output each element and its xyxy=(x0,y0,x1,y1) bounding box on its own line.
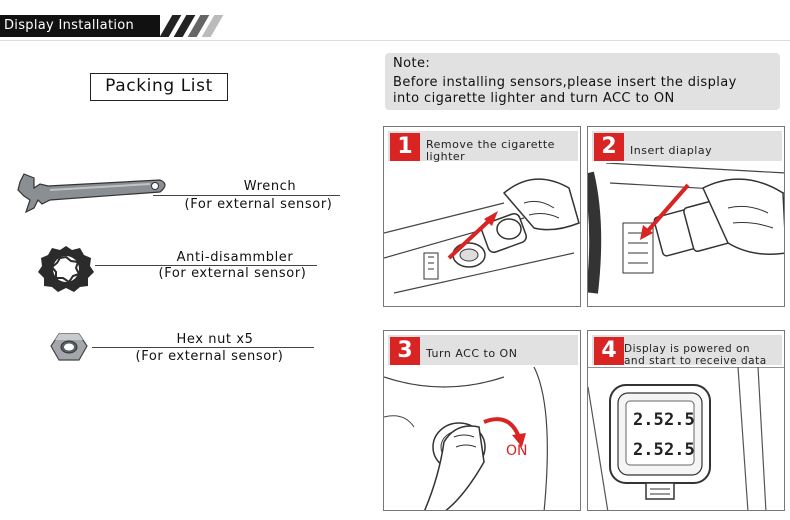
insert-display-illustration xyxy=(588,163,784,294)
packing-item-rule xyxy=(92,347,314,348)
packing-item-rule xyxy=(95,265,317,266)
note-line: into cigarette lighter and turn ACC to O… xyxy=(393,91,675,106)
packing-item-sub: (For external sensor) xyxy=(135,349,284,364)
on-annotation: ON xyxy=(506,443,528,459)
note-label: Note: xyxy=(393,56,431,71)
tire-reading-rear-left: 2.5 xyxy=(633,440,664,460)
hex-nut-icon xyxy=(50,333,88,361)
packing-item-rule xyxy=(153,195,340,196)
step-text: Insert diaplay xyxy=(630,144,713,157)
tire-reading-front-left: 2.5 xyxy=(633,410,664,430)
anti-disassembler-ring-icon xyxy=(38,246,94,292)
packing-item-sub: (For external sensor) xyxy=(158,266,307,281)
step-number: 4 xyxy=(594,337,624,365)
turn-acc-illustration: ON xyxy=(384,367,548,510)
tire-reading-rear-right: 2.5 xyxy=(664,440,695,460)
tire-reading-front-right: 2.5 xyxy=(664,410,695,430)
section-title: Display Installation xyxy=(0,15,160,37)
packing-item-sub: (For external sensor) xyxy=(184,197,333,212)
step-2-panel: 2 Insert diaplay xyxy=(587,126,785,307)
step-3-panel: 3 Turn ACC to ON ON xyxy=(383,330,581,511)
step-number: 1 xyxy=(390,133,420,161)
packing-item-name: Anti-disammbler xyxy=(176,250,294,265)
header-divider xyxy=(0,40,790,41)
remove-lighter-illustration xyxy=(384,178,580,294)
packing-item-name: Wrench xyxy=(243,179,297,194)
step-4-panel: 4 Display is powered on and start to rec… xyxy=(587,330,785,511)
wrench-icon xyxy=(17,173,166,214)
installation-note: Note: Before installing sensors,please i… xyxy=(385,53,780,110)
step-text: Turn ACC to ON xyxy=(426,347,518,360)
packing-list-title: Packing List xyxy=(90,73,228,101)
step-text: Display is powered on and start to recei… xyxy=(624,343,767,367)
section-header: Display Installation xyxy=(0,15,230,37)
packing-item-name: Hex nut x5 xyxy=(176,332,254,347)
note-line: Before installing sensors,please insert … xyxy=(393,75,737,90)
display-powered-illustration: 2.5 2.5 2.5 2.5 xyxy=(588,367,784,510)
step-1-panel: 1 Remove the cigarette lighter xyxy=(383,126,581,307)
step-text: Remove the cigarette lighter xyxy=(426,138,555,163)
step-number: 3 xyxy=(390,337,420,365)
step-number: 2 xyxy=(594,133,624,161)
